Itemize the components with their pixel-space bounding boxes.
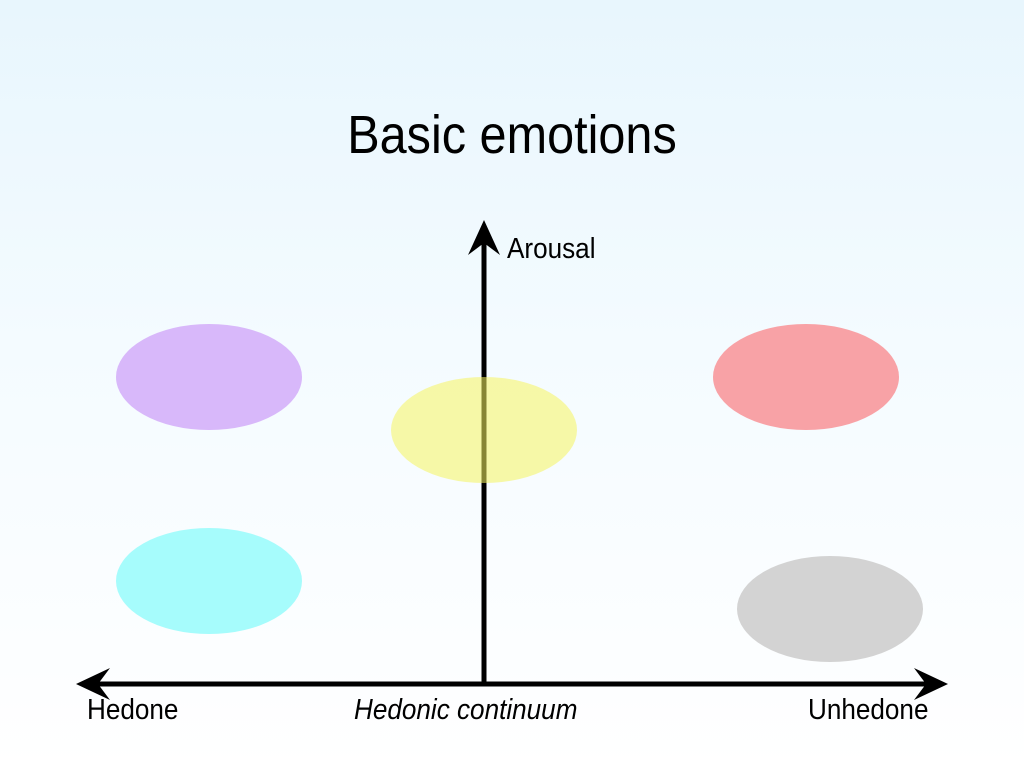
- gray-ellipse: [737, 556, 923, 662]
- purple-ellipse: [116, 324, 302, 430]
- arousal-arrowhead: [468, 220, 500, 255]
- arousal-label: Arousal: [507, 233, 596, 265]
- hedonic-continuum-label: Hedonic continuum: [354, 694, 578, 726]
- hedone-label: Hedone: [87, 694, 179, 726]
- unhedone-arrowhead: [914, 668, 948, 700]
- red-ellipse: [713, 324, 899, 430]
- unhedone-label: Unhedone: [808, 694, 929, 726]
- cyan-ellipse: [116, 528, 302, 634]
- slide-title: Basic emotions: [347, 105, 677, 165]
- hedone-arrowhead: [76, 668, 110, 700]
- yellow-ellipse: [391, 377, 577, 483]
